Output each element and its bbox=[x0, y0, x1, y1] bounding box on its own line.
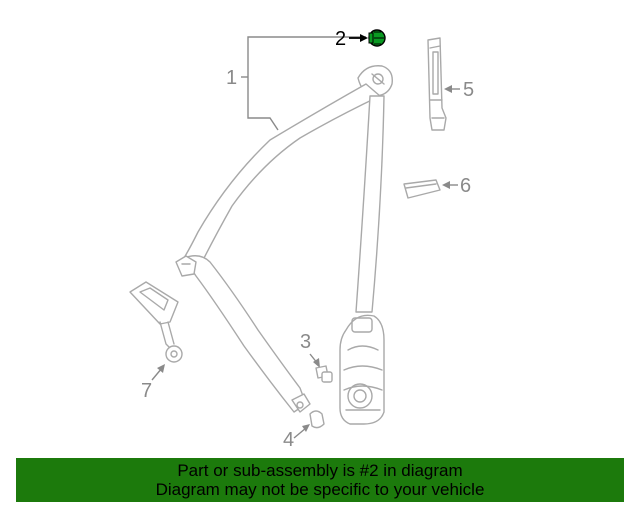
bolt-part-2-icon[interactable] bbox=[368, 29, 386, 47]
parts-diagram: 1 2 bbox=[129, 28, 474, 451]
callout-1-label[interactable]: 1 bbox=[226, 67, 237, 89]
cover-part-6: 6 bbox=[403, 175, 471, 199]
callout-3-label[interactable]: 3 bbox=[300, 331, 311, 353]
callout-2-arrowhead bbox=[360, 34, 368, 42]
notice-banner: Part or sub-assembly is #2 in diagram Di… bbox=[16, 458, 624, 502]
callout-2-label[interactable]: 2 bbox=[335, 28, 346, 50]
callout-1-group: 1 bbox=[226, 36, 366, 131]
nut-part-4: 4 bbox=[283, 410, 325, 451]
callout-7-label[interactable]: 7 bbox=[141, 380, 152, 402]
callout-2-group[interactable]: 2 bbox=[335, 28, 386, 50]
banner-line-2: Diagram may not be specific to your vehi… bbox=[155, 480, 485, 499]
seat-belt-assembly bbox=[175, 65, 393, 425]
height-adjuster-part-5: 5 bbox=[427, 37, 474, 131]
banner-line-1: Part or sub-assembly is #2 in diagram bbox=[177, 461, 463, 480]
buckle-part-7: 7 bbox=[129, 281, 183, 402]
callout-1-bracket bbox=[247, 36, 366, 131]
callout-6-label[interactable]: 6 bbox=[460, 175, 471, 197]
callout-5-label[interactable]: 5 bbox=[463, 79, 474, 101]
callout-4-label[interactable]: 4 bbox=[283, 429, 294, 451]
bolt-part-3: 3 bbox=[300, 331, 333, 383]
